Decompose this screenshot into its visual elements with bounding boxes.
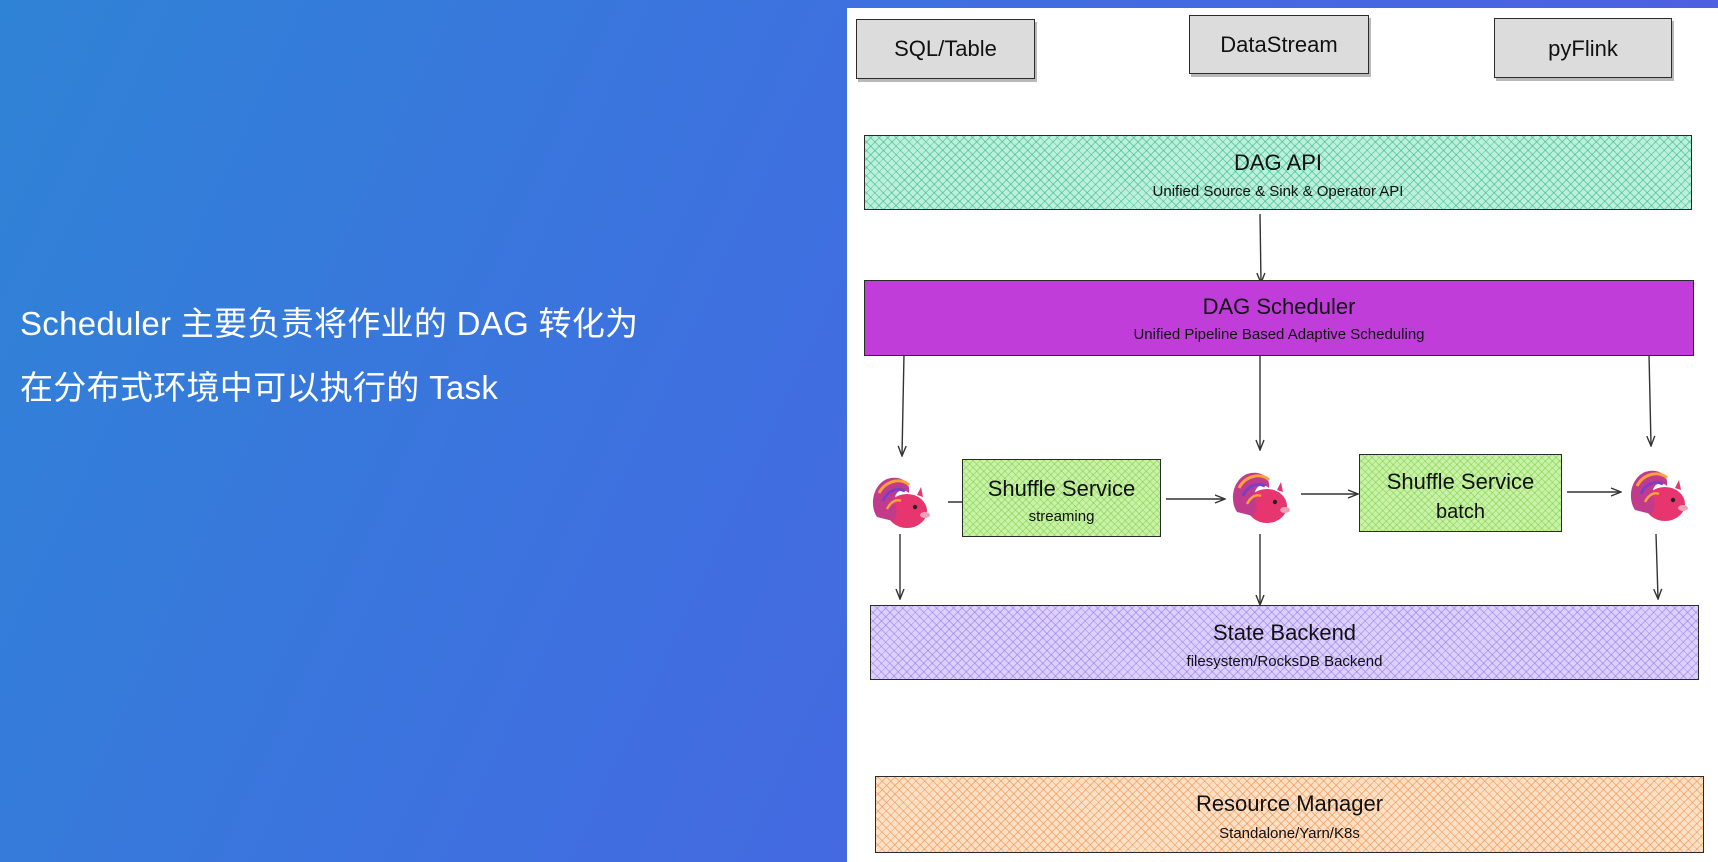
shuffle-streaming-subtitle: streaming	[1028, 508, 1095, 525]
state-backend-box: State Backend filesystem/RocksDB Backend	[870, 605, 1699, 680]
shuffle-streaming-title: Shuffle Service	[987, 476, 1136, 501]
sql-table-api-box: SQL/Table	[856, 19, 1035, 79]
pyflink-label: pyFlink	[1548, 36, 1618, 61]
arrow-scheduler-to-task1	[902, 353, 904, 455]
flink-squirrel-icon	[872, 477, 930, 528]
dag-scheduler-title: DAG Scheduler	[1202, 294, 1356, 319]
shuffle-service-batch-box: Shuffle Service batch	[1359, 454, 1562, 532]
arrow-task3-to-state	[1656, 533, 1658, 598]
datastream-api-box: DataStream	[1189, 15, 1369, 74]
sql-table-label: SQL/Table	[894, 36, 997, 61]
shuffle-batch-subtitle: batch	[1436, 501, 1485, 523]
flink-squirrel-icon	[1232, 472, 1290, 523]
architecture-diagram: SQL/Table DataStream pyFlink DAG API Uni…	[847, 8, 1718, 862]
dag-api-box: DAG API Unified Source & Sink & Operator…	[864, 135, 1692, 210]
shuffle-batch-title: Shuffle Service	[1386, 469, 1535, 494]
state-backend-title: State Backend	[1212, 620, 1357, 645]
datastream-label: DataStream	[1220, 32, 1338, 57]
caption-line-1: Scheduler 主要负责将作业的 DAG 转化为	[20, 305, 639, 342]
state-backend-subtitle: filesystem/RocksDB Backend	[1186, 653, 1383, 670]
caption-line-2: 在分布式环境中可以执行的 Task	[20, 369, 499, 406]
dag-scheduler-subtitle: Unified Pipeline Based Adaptive Scheduli…	[1133, 326, 1425, 343]
arrow-scheduler-to-task3	[1649, 353, 1651, 445]
resource-manager-box: Resource Manager Standalone/Yarn/K8s	[875, 776, 1704, 853]
resource-manager-title: Resource Manager	[1195, 791, 1384, 816]
arrow-dagapi-to-scheduler	[1260, 213, 1261, 282]
flink-squirrel-icon	[1630, 470, 1688, 521]
slide-caption: Scheduler 主要负责将作业的 DAG 转化为 在分布式环境中可以执行的 …	[20, 292, 840, 420]
dag-scheduler-box: DAG Scheduler Unified Pipeline Based Ada…	[864, 280, 1694, 356]
pyflink-api-box: pyFlink	[1494, 18, 1672, 78]
resource-manager-subtitle: Standalone/Yarn/K8s	[1219, 825, 1360, 842]
shuffle-service-streaming-box: Shuffle Service streaming	[962, 459, 1161, 537]
dag-api-subtitle: Unified Source & Sink & Operator API	[1152, 183, 1404, 200]
dag-api-title: DAG API	[1233, 150, 1323, 175]
